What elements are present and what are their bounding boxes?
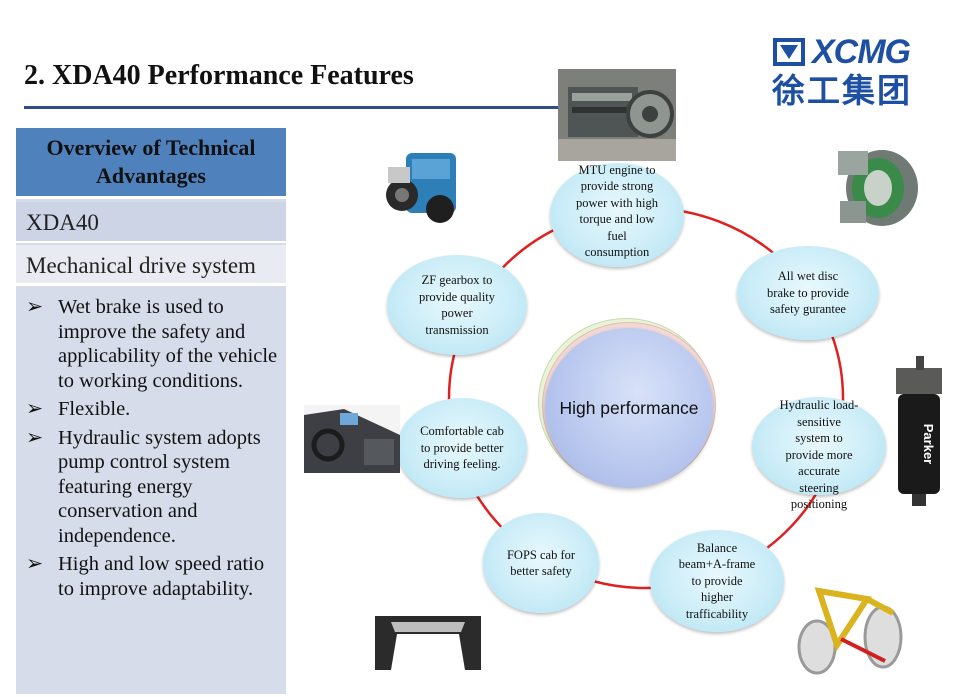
- hydraulic-bubble: Hydraulic load-sensitive system to provi…: [752, 397, 886, 511]
- cab-interior-photo: [304, 405, 400, 473]
- gearbox-text: ZF gearbox to provide quality power tran…: [418, 273, 496, 337]
- fops-text: FOPS cab for better safety: [506, 547, 576, 579]
- a-frame-photo: [797, 577, 903, 675]
- cab-bubble: Comfortable cab to provide better drivin…: [397, 398, 527, 498]
- hydraulic-text: Hydraulic load-sensitive system to provi…: [779, 398, 859, 512]
- arrow-bullet-icon: ➢: [26, 296, 44, 318]
- list-item: ➢ Flexible.: [26, 397, 284, 422]
- title-underline: [24, 106, 559, 109]
- parker-filter-photo: Parker: [888, 356, 950, 508]
- arrow-bullet-icon: ➢: [26, 426, 44, 449]
- fops-bubble: FOPS cab for better safety: [483, 513, 599, 613]
- engine-photo: [558, 69, 676, 161]
- center-bubble: High performance: [545, 328, 713, 488]
- gearbox-bubble: ZF gearbox to provide quality power tran…: [387, 255, 527, 355]
- advantage-list: ➢ Wet brake is used to improve the safety…: [26, 295, 284, 605]
- xcmg-logo: XCMG 徐工集团: [772, 33, 942, 111]
- balance-bubble: Balance beam+A-frame to provide higher t…: [650, 530, 784, 632]
- gearbox-photo: [382, 143, 468, 231]
- page-title: 2. XDA40 Performance Features: [24, 60, 414, 91]
- cab-text: Comfortable cab to provide better drivin…: [420, 424, 504, 472]
- balance-text: Balance beam+A-frame to provide higher t…: [678, 540, 756, 621]
- list-item-text: Flexible.: [58, 398, 131, 420]
- engine-bubble: MTU engine to provide strong power with …: [550, 163, 684, 267]
- logo-latin-text: XCMG: [812, 33, 911, 71]
- brake-photo: [832, 143, 922, 233]
- brake-bubble: All wet disc brake to provide safety gur…: [737, 246, 879, 340]
- list-item-text: High and low speed ratio to improve adap…: [58, 553, 265, 600]
- engine-text: MTU engine to provide strong power with …: [576, 162, 658, 260]
- center-label: High performance: [559, 398, 699, 418]
- list-item-text: Wet brake is used to improve the safety …: [58, 296, 278, 392]
- fops-cab-photo: [369, 610, 487, 676]
- arrow-bullet-icon: ➢: [26, 398, 44, 420]
- model-row: XDA40: [16, 202, 286, 243]
- list-item: ➢ Hydraulic system adopts pump control sy…: [26, 426, 284, 549]
- logo-chinese-text: 徐工集团: [772, 71, 912, 110]
- list-item: ➢ High and low speed ratio to improve ada…: [26, 552, 284, 601]
- drive-row: Mechanical drive system: [16, 245, 286, 286]
- list-item: ➢ Wet brake is used to improve the safety…: [26, 295, 284, 393]
- overview-heading: Overview of Technical Advantages: [16, 128, 286, 199]
- arrow-bullet-icon: ➢: [26, 553, 44, 575]
- list-item-text: Hydraulic system adopts pump control sys…: [58, 426, 261, 547]
- brake-text: All wet disc brake to provide safety gur…: [767, 269, 849, 317]
- xcmg-emblem-icon: [773, 38, 805, 66]
- svg-text:Parker: Parker: [921, 424, 936, 464]
